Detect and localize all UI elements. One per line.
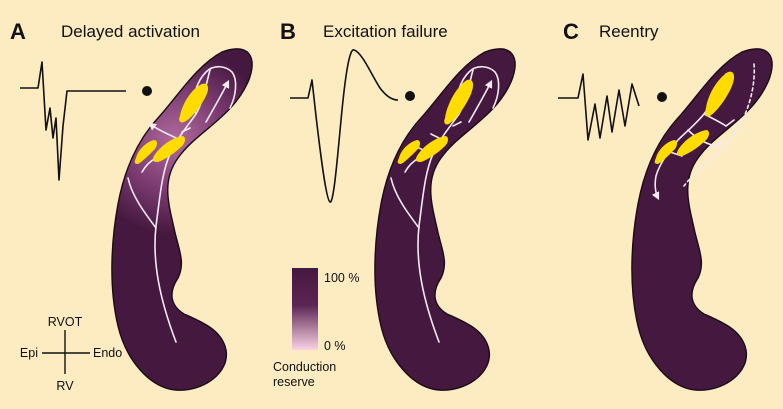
panel-c: C Reentry bbox=[558, 19, 773, 391]
recording-electrode-b bbox=[405, 91, 415, 101]
orientation-compass: RVOT RV Epi Endo bbox=[20, 315, 122, 393]
legend-max-label: 100 % bbox=[324, 271, 359, 285]
electrogram-c bbox=[558, 73, 640, 141]
electrogram-a bbox=[20, 61, 126, 181]
panel-b: B Excitation failure bbox=[273, 19, 516, 391]
panel-title-b: Excitation failure bbox=[323, 22, 448, 41]
legend-min-label: 0 % bbox=[324, 339, 346, 353]
panel-title-a: Delayed activation bbox=[61, 22, 200, 41]
compass-label-left: Epi bbox=[20, 346, 38, 360]
scar-islands-c bbox=[654, 71, 735, 164]
panel-a: A Delayed activation RVOT RV Epi Endo bbox=[10, 19, 253, 393]
legend-caption-line1: Conduction bbox=[273, 360, 336, 374]
panel-title-c: Reentry bbox=[599, 22, 659, 41]
panel-letter-c: C bbox=[563, 19, 579, 44]
scar-islands-a bbox=[134, 83, 209, 164]
legend-color-bar bbox=[292, 268, 318, 350]
recording-electrode-c bbox=[657, 92, 667, 102]
panel-letter-b: B bbox=[280, 19, 296, 44]
panel-letter-a: A bbox=[10, 19, 26, 44]
compass-label-right: Endo bbox=[93, 346, 122, 360]
heart-section-a bbox=[111, 48, 253, 391]
scar-islands-b bbox=[397, 79, 474, 164]
compass-label-bottom: RV bbox=[56, 379, 74, 393]
conduction-reserve-legend: 100 % 0 % Conduction reserve bbox=[273, 268, 359, 389]
heart-section-c bbox=[631, 48, 773, 391]
electrogram-b bbox=[290, 49, 399, 203]
recording-electrode-a bbox=[142, 86, 152, 96]
legend-caption-line2: reserve bbox=[273, 375, 315, 389]
compass-label-top: RVOT bbox=[48, 315, 83, 329]
